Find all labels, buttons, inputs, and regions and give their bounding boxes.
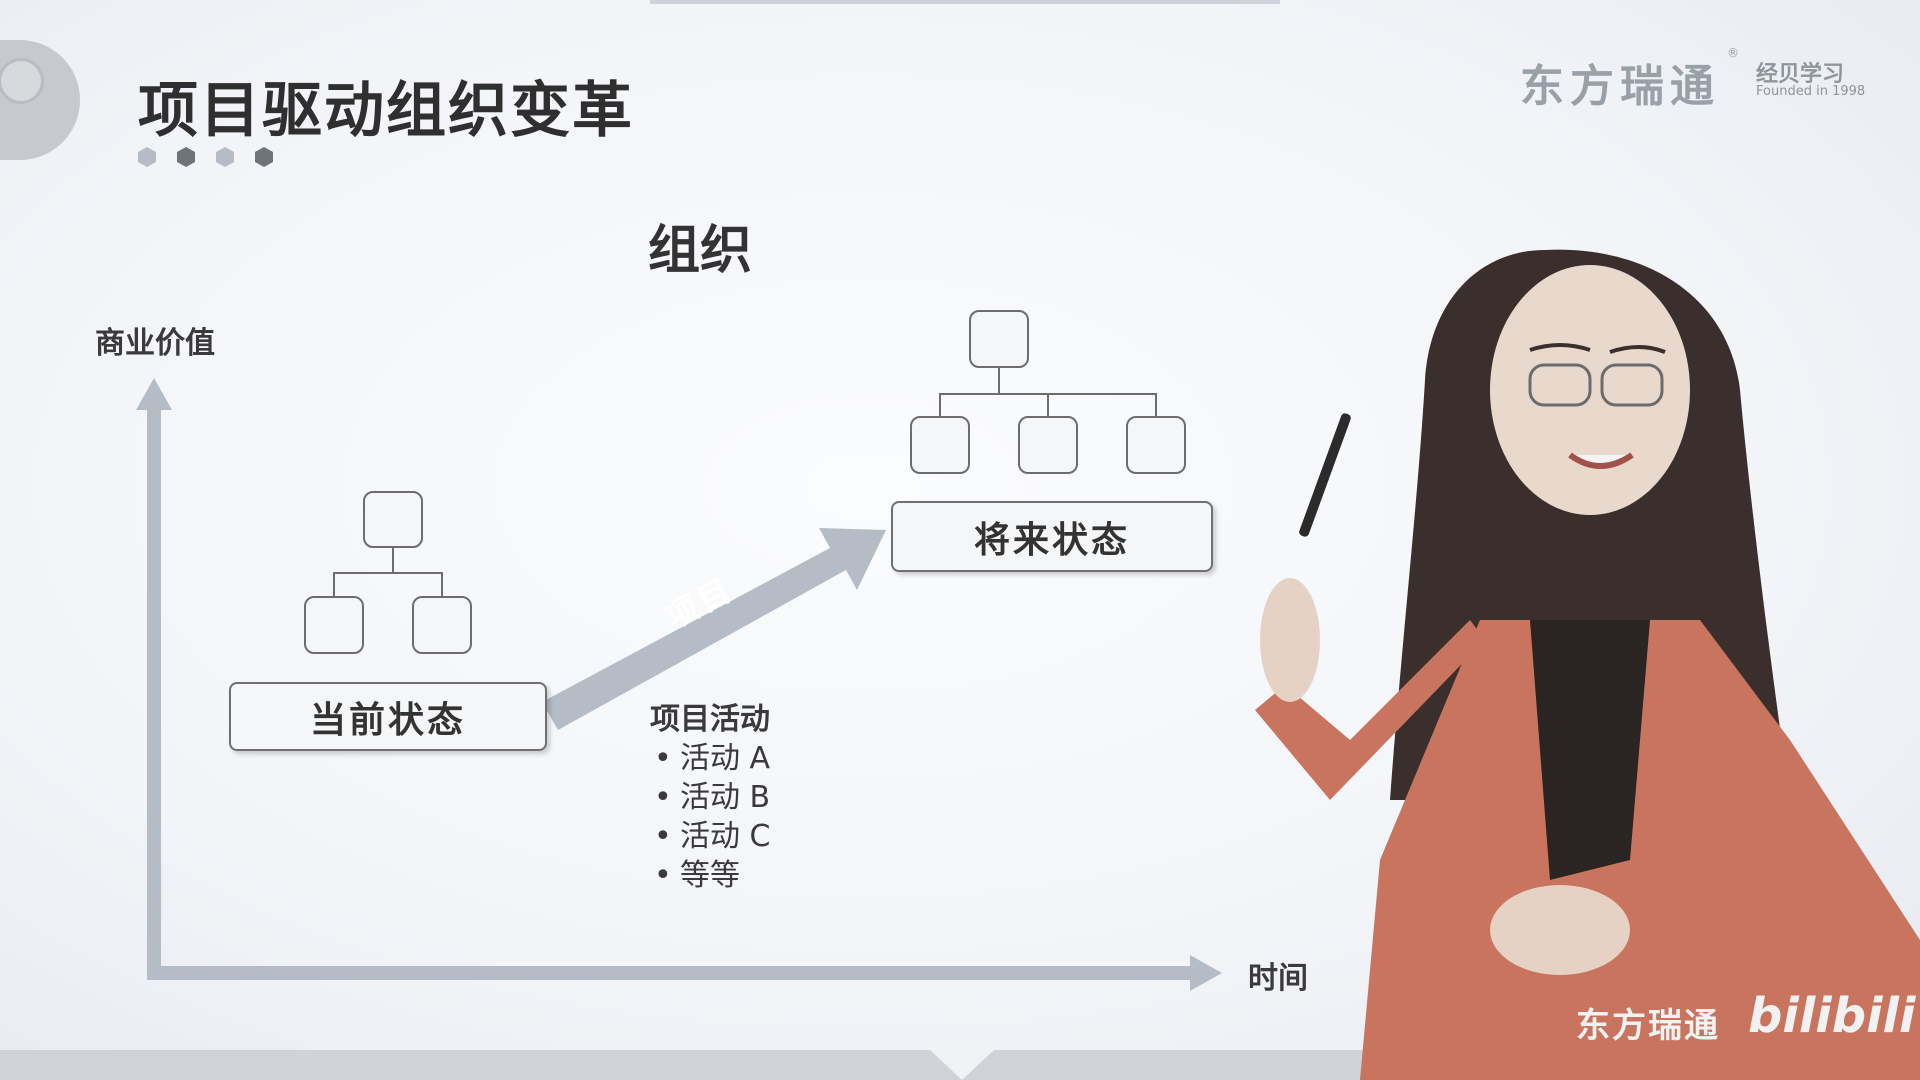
activity-item: 等等: [650, 856, 770, 895]
diagram-title: 组织: [648, 221, 753, 281]
page-title: 项目驱动组织变革: [138, 76, 634, 146]
top-divider: [650, 0, 1280, 4]
activities-heading: 项目活动: [650, 702, 770, 737]
x-axis-line: [147, 966, 1207, 980]
org-node-child: [412, 596, 472, 654]
org-node-root: [969, 310, 1029, 368]
brand-name: 东方瑞通: [1520, 61, 1720, 112]
hexagon-bullet-icon: [177, 147, 195, 167]
bilibili-logo: bilibili: [1748, 988, 1916, 1044]
decoration-ring: [0, 58, 44, 104]
brand-sub: 经贝学习: [1756, 62, 1845, 87]
presenter-image: [1255, 249, 1920, 1080]
brand-founded: Founded in 1998: [1756, 84, 1866, 99]
watermark-text: 东方瑞通: [1576, 1006, 1720, 1046]
org-node-root: [363, 491, 423, 548]
bottom-notch: [930, 1050, 994, 1080]
activity-item: 活动 B: [650, 778, 770, 817]
y-axis-label: 商业价值: [95, 326, 215, 361]
progress-arrow: [542, 528, 886, 730]
hexagon-bullet-icon: [216, 147, 234, 167]
org-chart-current: [304, 491, 472, 654]
org-node-child: [1126, 416, 1186, 474]
future-state-box: 将来状态: [891, 501, 1213, 572]
org-node-child: [910, 416, 970, 474]
axes: [136, 378, 1222, 991]
x-axis-arrowhead: [1190, 955, 1222, 991]
activities-list: 项目活动 活动 A 活动 B 活动 C 等等: [650, 700, 770, 895]
hexagon-bullet-icon: [138, 147, 156, 167]
x-axis-label: 时间: [1248, 961, 1308, 996]
org-chart-future: [910, 310, 1186, 474]
org-node-child: [304, 596, 364, 654]
activity-item: 活动 C: [650, 817, 770, 856]
y-axis-line: [147, 405, 161, 980]
activity-item: 活动 A: [650, 739, 770, 778]
current-state-box: 当前状态: [229, 682, 547, 751]
hexagon-bullet-icon: [255, 147, 273, 167]
y-axis-arrowhead: [136, 378, 172, 410]
org-node-child: [1018, 416, 1078, 474]
registered-mark: ®: [1727, 46, 1739, 60]
